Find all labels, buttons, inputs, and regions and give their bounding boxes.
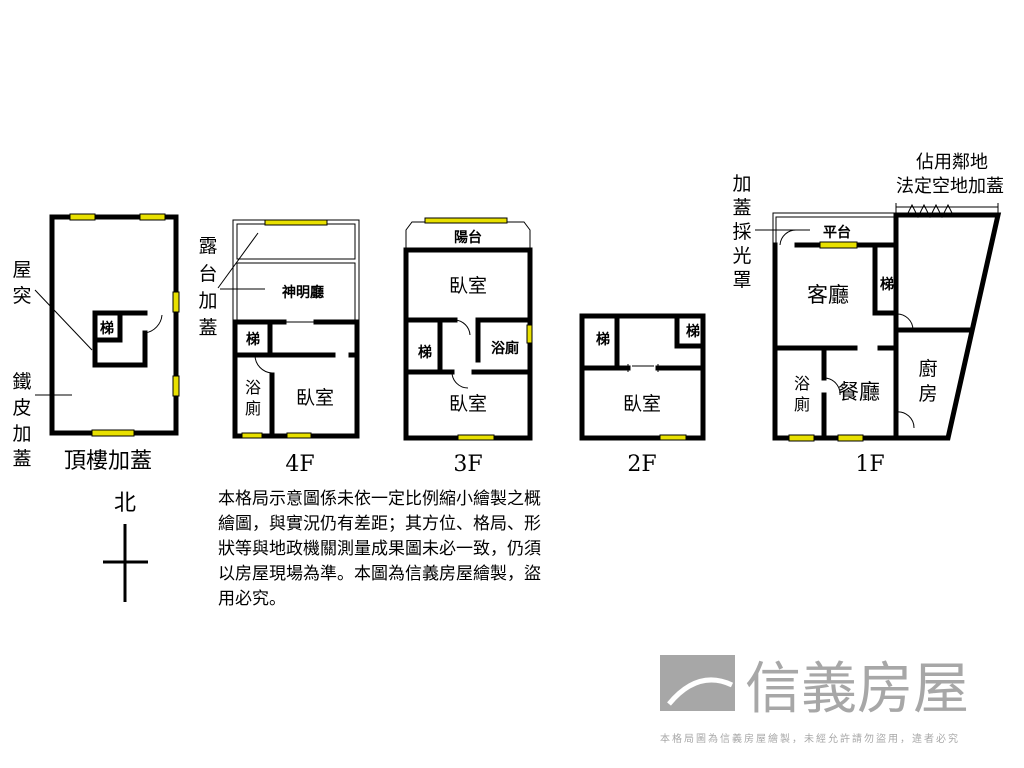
living-room-label: 客廳: [807, 283, 849, 307]
occupy-note: 佔用鄰地: [916, 152, 988, 173]
skylight-note: 採: [732, 221, 751, 243]
skylight-note: 蓋: [732, 197, 751, 219]
rooftop-label: 皮: [12, 397, 31, 419]
skylight-note: 光: [732, 245, 751, 267]
balcony-label: 陽台: [454, 229, 482, 246]
disclaimer-line: 狀等與地政機關測量成果圖未必一致，仍須: [218, 539, 541, 559]
kitchen-label: 房: [918, 383, 937, 405]
bedroom-label: 臥室: [449, 275, 487, 297]
disclaimer-line: 以房屋現場為準。本圖為信義房屋繪製，盜: [218, 564, 541, 584]
bath-label: 浴: [794, 374, 810, 393]
rooftop-plan: 梯 屋 突 鐵 皮 加 蓋 頂樓加蓋: [12, 213, 180, 474]
bath-label: 廁: [245, 399, 261, 418]
stair-label: 梯: [596, 331, 610, 348]
shrine-room-label: 神明廳: [282, 284, 324, 301]
stair-label: 梯: [418, 344, 432, 361]
disclaimer-text: 本格局示意圖係未依一定比例縮小繪製之概 繪圖，與實況仍有差距；其方位、格局、形 …: [218, 487, 638, 612]
floor-4f-title: 4F: [285, 452, 314, 477]
occupy-note: 法定空地加蓋: [896, 176, 1004, 197]
floor-2f-plan: 梯 梯 臥室 2F: [579, 313, 706, 477]
disclaimer-line: 繪圖，與實況仍有差距；其方位、格局、形: [218, 514, 541, 534]
watermark: 信義房屋 本格局圖為信義房屋繪製，未經允許請勿盜用，違者必究: [660, 655, 969, 745]
north-arrow-icon: 北: [103, 491, 148, 602]
stair-label: 梯: [246, 331, 260, 348]
floor-1f-plan: 加 蓋 採 光 罩 佔用鄰地 法定空地加蓋 平台 客廳 梯 浴 廁 餐廳 廚 房…: [732, 152, 1004, 477]
bath-label: 浴: [245, 378, 261, 397]
rooftop-label: 加: [12, 423, 31, 445]
floor-1f-title: 1F: [855, 452, 884, 477]
stair-label: 梯: [880, 276, 894, 293]
skylight-note: 罩: [732, 269, 751, 291]
watermark-notice: 本格局圖為信義房屋繪製，未經允許請勿盜用，違者必究: [660, 732, 960, 745]
stair-label: 梯: [686, 323, 700, 340]
platform-label: 平台: [823, 224, 851, 241]
watermark-brand: 信義房屋: [745, 657, 969, 722]
floor-2f-title: 2F: [627, 452, 656, 477]
disclaimer-line: 本格局示意圖係未依一定比例縮小繪製之概: [218, 489, 541, 509]
rooftop-title: 頂樓加蓋: [64, 449, 152, 474]
bedroom-label: 臥室: [449, 393, 487, 415]
bedroom-label: 臥室: [296, 387, 334, 409]
balcony-note: 加: [198, 290, 217, 312]
skylight-note: 加: [732, 173, 751, 195]
rooftop-label: 突: [12, 285, 31, 307]
rooftop-label: 鐵: [12, 371, 31, 393]
floor-3f-plan: 陽台 臥室 梯 浴廁 臥室 3F: [403, 217, 533, 477]
balcony-note: 露: [198, 235, 217, 257]
floor-4f-plan: 露 台 加 蓋 神明廳 梯 浴 廁 臥室 4F: [198, 219, 360, 477]
floor-3f-title: 3F: [453, 452, 482, 477]
north-label: 北: [114, 491, 136, 516]
dining-room-label: 餐廳: [838, 380, 880, 404]
rooftop-label: 蓋: [12, 448, 31, 470]
bath-label: 浴廁: [491, 340, 519, 357]
bath-label: 廁: [794, 395, 810, 414]
rooftop-label: 屋: [12, 259, 31, 281]
disclaimer-line: 用必究。: [218, 589, 286, 609]
rooftop-stair-label: 梯: [100, 320, 114, 337]
kitchen-label: 廚: [918, 357, 937, 380]
balcony-note: 台: [198, 263, 217, 285]
bedroom-label: 臥室: [623, 393, 661, 415]
balcony-note: 蓋: [198, 317, 217, 339]
